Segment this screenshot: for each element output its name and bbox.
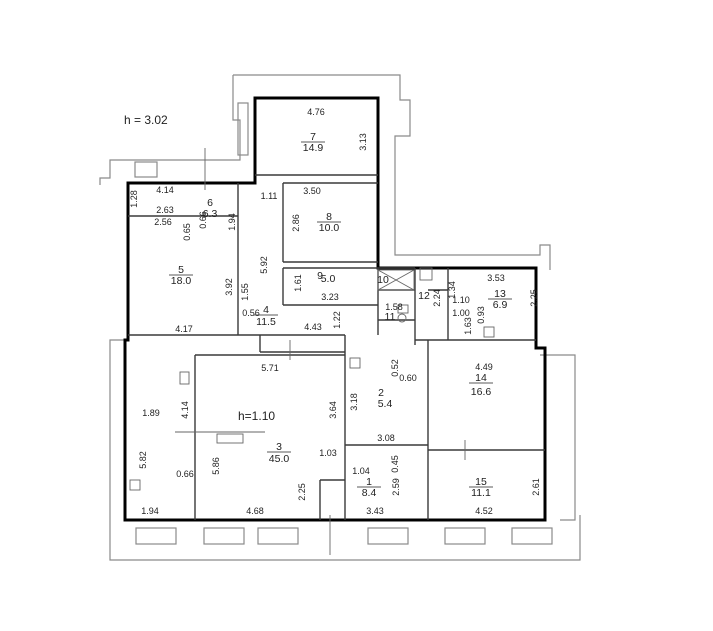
dim-label: 1.03 [319,448,337,458]
dim-label: 0.52 [390,359,400,377]
room-8-number: 8 [326,211,332,223]
dim-label: 1.34 [447,281,457,299]
room-7-area: 14.9 [303,142,324,154]
room-15-number: 15 [475,476,487,488]
dim-label: 0.56 [242,308,260,318]
room-7-number: 7 [310,131,316,143]
dim-label: 3.23 [321,292,339,302]
room-13-number: 13 [494,288,506,300]
dim-label: 1.58 [385,302,403,312]
room-labels: 7 14.9 6 6.3 8 10.0 5 18.0 9 5.0 10 12 1… [169,131,512,499]
dim-label: 1.04 [352,466,370,476]
dim-label: 5.92 [259,256,269,274]
dim-label: 1.00 [452,308,470,318]
room-10-number: 10 [377,274,389,286]
dim-label: 3.53 [487,273,505,283]
room-6-area: 6.3 [203,208,218,220]
dim-label: 4.76 [307,107,325,117]
room-2-area: 5.4 [378,398,393,410]
apartment-outline [123,96,547,522]
interior-walls [128,174,545,520]
dim-label: 3.64 [328,401,338,419]
dim-label: 1.28 [129,190,139,208]
room-5-number: 5 [178,264,184,276]
dim-label: 2.61 [531,478,541,496]
fixtures [129,148,495,555]
dim-label: 1.94 [141,506,159,516]
dim-label: 3.18 [349,393,359,411]
dim-label: 0.60 [399,373,417,383]
dim-label: 2.86 [291,214,301,232]
dim-label: 4.68 [246,506,264,516]
dim-label: 4.49 [475,362,493,372]
dim-label: 1.11 [261,191,278,201]
room-1-area: 8.4 [362,487,377,499]
dim-label: 0.66 [176,469,194,479]
dim-label: 5.82 [138,451,148,469]
room-4-area: 11.5 [256,316,276,328]
dim-label: 2.25 [297,483,307,501]
room-13-area: 6.9 [493,299,508,311]
dim-label: 5.71 [261,363,279,373]
dim-label: 0.66 [198,211,208,229]
dim-label: 3.43 [366,506,384,516]
dim-label: 1.94 [227,213,237,231]
dim-label: 2.59 [391,478,401,496]
dim-label: 3.13 [358,133,368,151]
room-12-number: 12 [418,290,430,302]
dimension-labels: 4.76 3.13 4.14 1.28 2.63 2.56 0.66 1.94 … [129,107,541,516]
dim-label: 4.14 [156,185,174,195]
dim-label: 4.43 [304,322,322,332]
dim-label: 3.08 [377,433,395,443]
dim-label: 1.55 [240,283,250,301]
room-6-number: 6 [207,197,213,209]
room-14-number: 14 [475,372,487,384]
dim-label: 1.61 [293,274,303,292]
room-9-area: 5.0 [321,273,336,285]
room-4-number: 4 [263,304,269,316]
dim-label: 2.24 [432,289,442,307]
dim-label: 1.89 [142,408,160,418]
dim-label: 1.10 [452,295,470,305]
dim-label: 2.25 [529,289,539,307]
room-1-number: 1 [366,476,372,488]
dim-label: 3.50 [303,186,321,196]
room-8-area: 10.0 [319,222,340,234]
dim-label: 0.45 [390,455,400,473]
dim-label: 4.14 [180,401,190,419]
ceiling-height-label: h = 3.02 [124,113,168,127]
dim-label: 2.56 [154,217,172,227]
room-3-area: 45.0 [269,453,290,465]
dim-label: 4.17 [175,324,193,334]
room-3-ceiling-label: h=1.10 [238,409,275,423]
room-3-number: 3 [276,441,282,453]
dim-label: 0.93 [476,306,486,324]
dim-label: 0.65 [182,223,192,241]
room-2-number: 2 [378,387,384,399]
dim-label: 2.63 [156,205,174,215]
room-14-area: 16.6 [471,386,492,398]
dim-label: 1.63 [463,317,473,335]
room-11-number: 11 [385,311,396,323]
room-5-area: 18.0 [171,275,192,287]
dim-label: 3.92 [224,278,234,296]
neighbouring-walls [99,74,581,561]
room-15-area: 11.1 [471,487,491,499]
dim-label: 4.52 [475,506,493,516]
dim-label: 1.22 [332,311,342,329]
room-9-number: 9 [317,270,323,282]
dim-label: 5.86 [211,457,221,475]
